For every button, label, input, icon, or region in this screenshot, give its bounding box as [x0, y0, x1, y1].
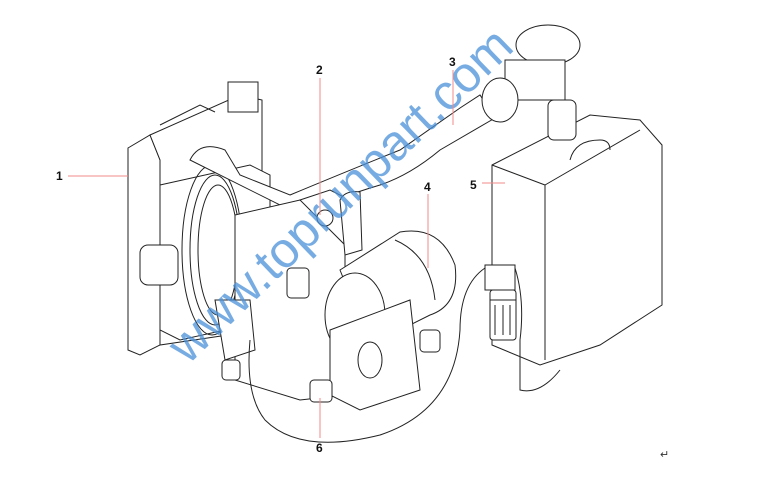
fuel-return-line — [514, 267, 561, 392]
callout-3: 3 — [449, 55, 456, 69]
fuel-line — [248, 267, 486, 443]
air-cleaner — [481, 24, 581, 123]
fuel-filter — [484, 264, 517, 341]
engine-block — [214, 189, 361, 401]
flywheel-housing — [309, 299, 441, 411]
radiator — [127, 81, 271, 356]
callout-2: 2 — [316, 63, 323, 77]
callout-6: 6 — [316, 441, 323, 455]
fuel-tank — [491, 99, 663, 366]
callout-1: 1 — [56, 169, 63, 183]
callout-4: 4 — [424, 180, 431, 194]
callout-5: 5 — [470, 178, 477, 192]
return-mark: ↵ — [660, 449, 670, 461]
